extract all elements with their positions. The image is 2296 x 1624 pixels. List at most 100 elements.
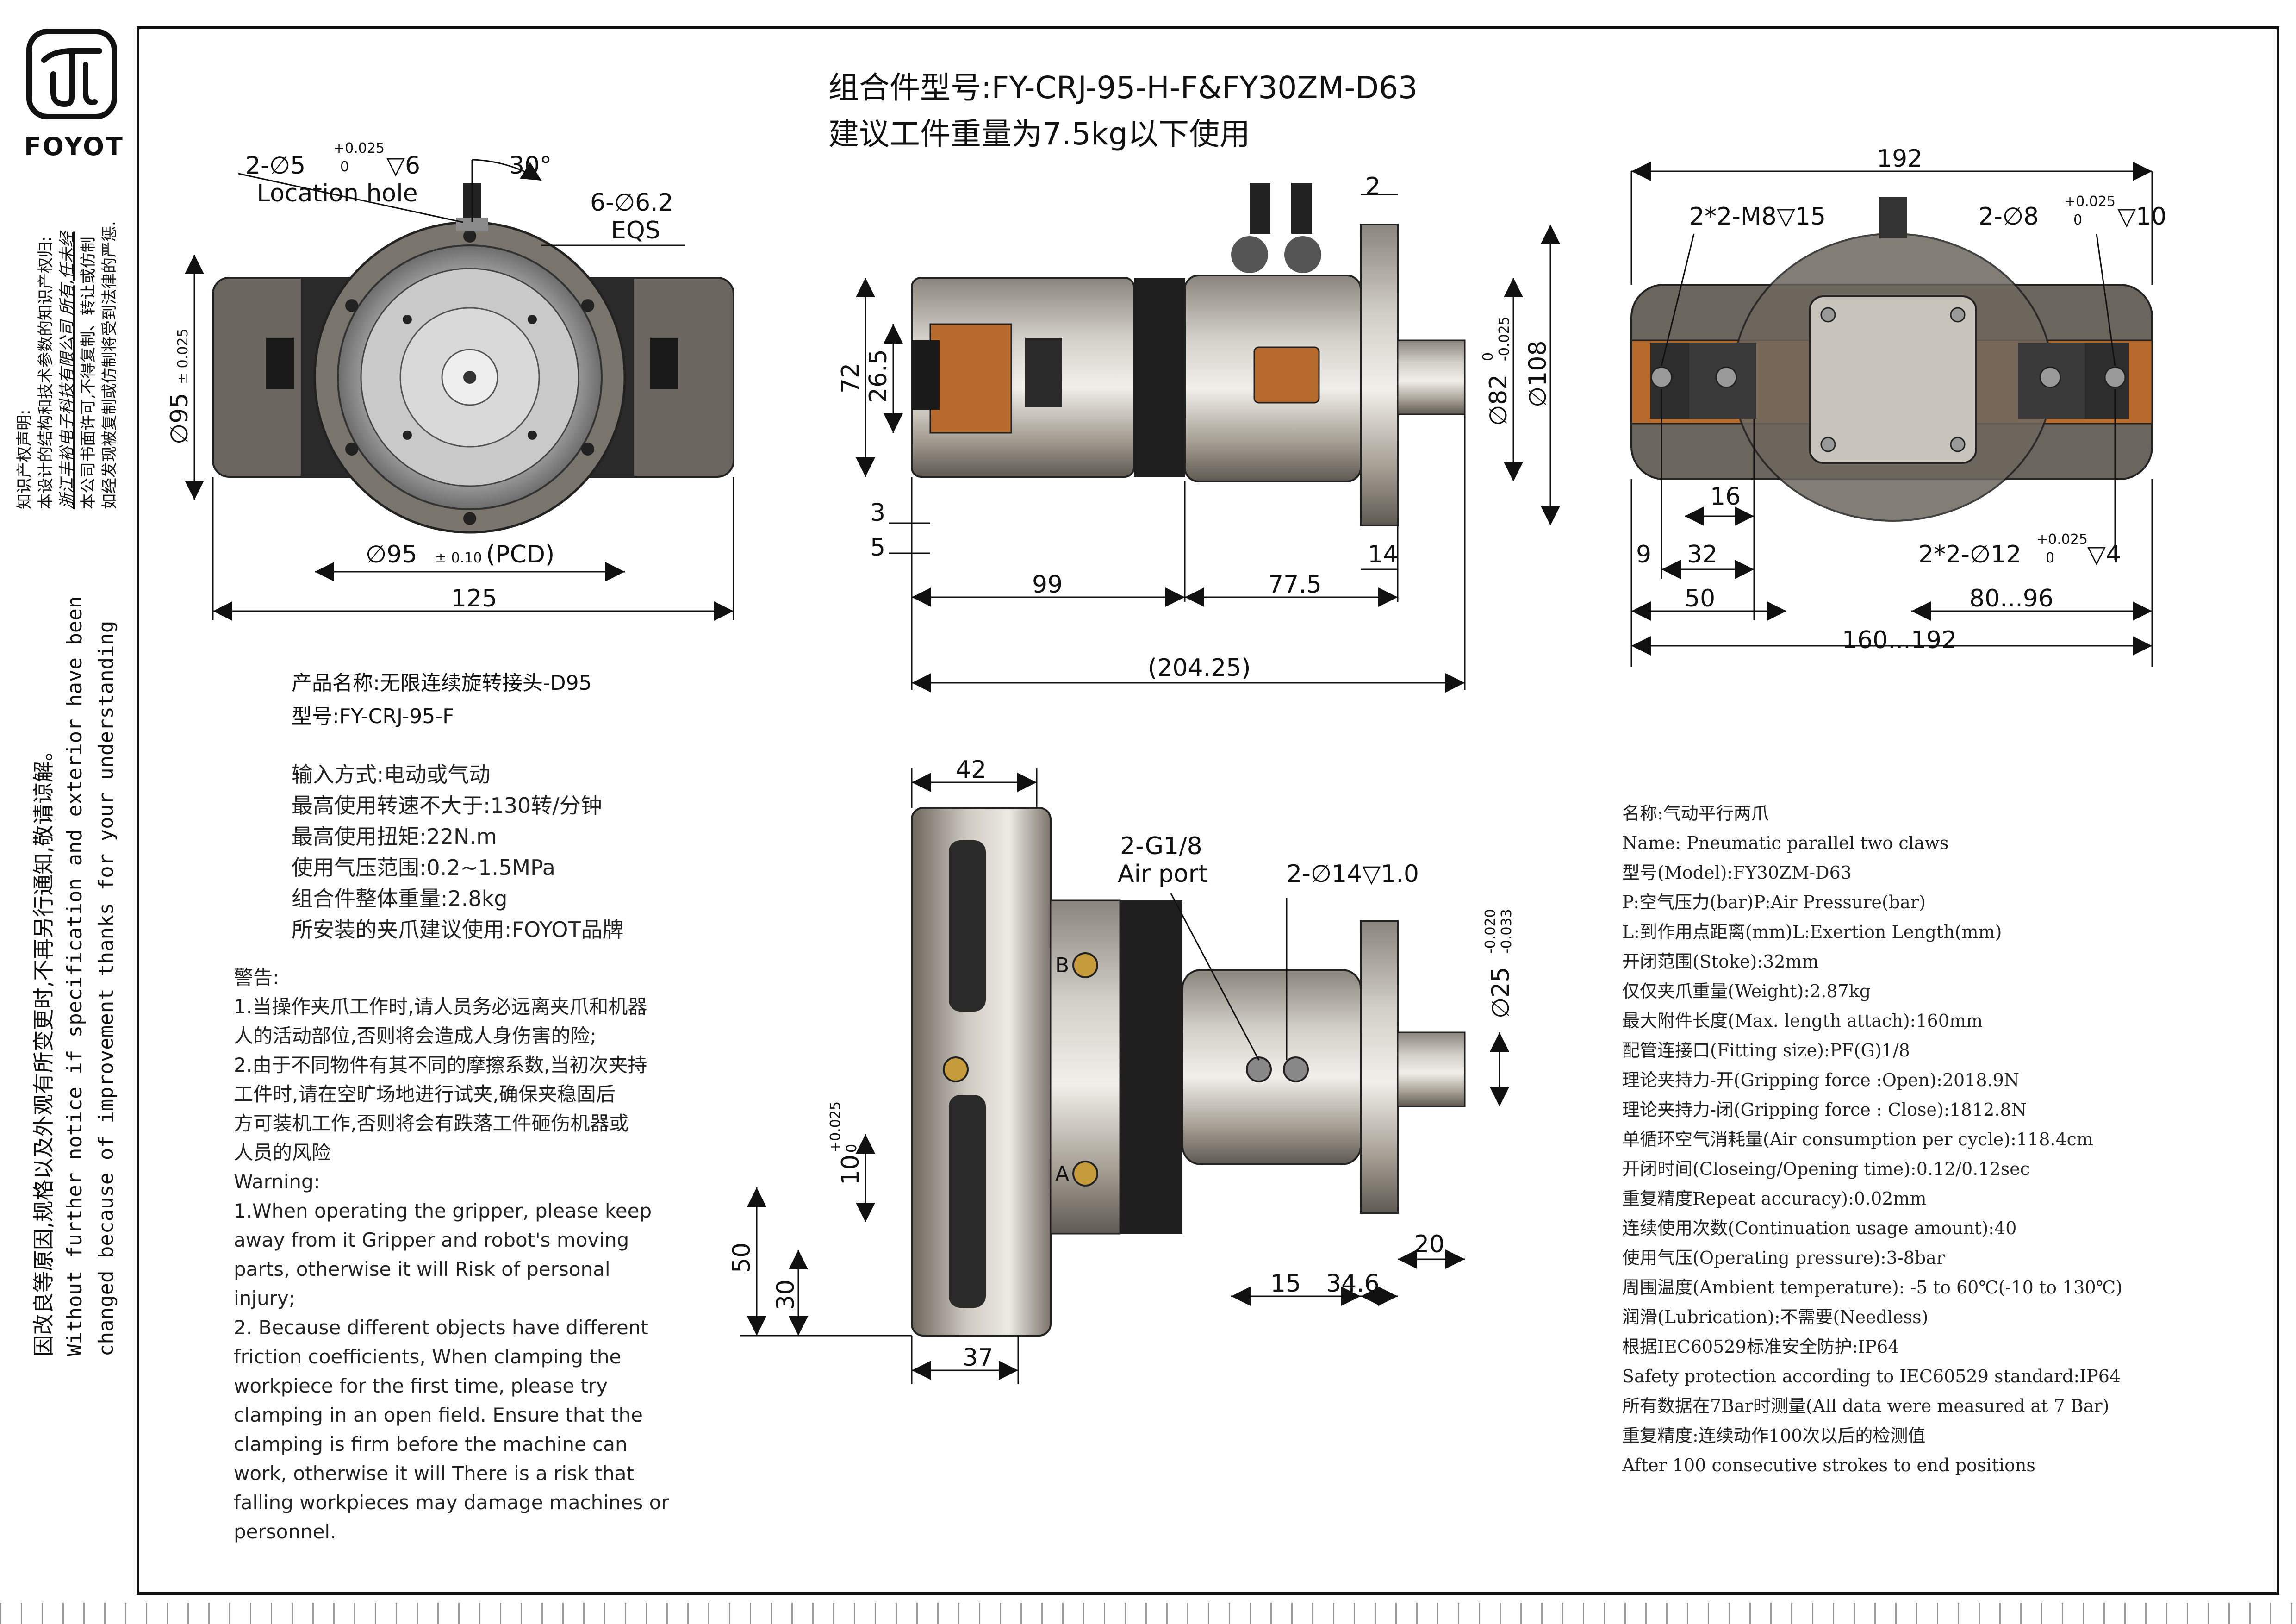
assembly-model: 组合件型号:FY-CRJ-95-H-F&FY30ZM-D63	[828, 70, 1418, 106]
dim-tol: +0.025	[828, 1101, 844, 1153]
dim-tol: 0	[2073, 212, 2082, 228]
product-name: 产品名称:无限连续旋转接头-D95	[292, 671, 592, 695]
spec-item: 最高使用转速不大于:130转/分钟	[292, 793, 602, 818]
gripper-view	[911, 807, 1466, 1337]
dim-range-80-96: 80...96	[1969, 585, 2053, 612]
gripper-spec-item: 单循环空气消耗量(Air consumption per cycle):118.…	[1622, 1129, 2093, 1149]
warning-line: 警告:	[234, 966, 280, 989]
gripper-spec-item: 开闭范围(Stoke):32mm	[1622, 951, 1819, 972]
gripper-spec-item: 使用气压(Operating pressure):3-8bar	[1622, 1248, 1945, 1268]
warning-line: 人员的风险	[234, 1141, 331, 1164]
gripper-spec-item: 最大附件长度(Max. length attach):160mm	[1622, 1011, 1983, 1031]
gripper-spec-item: 配管连接口(Fitting size):PF(G)1/8	[1622, 1040, 1910, 1061]
gripper-spec-item: 重复精度Repeat accuracy):0.02mm	[1622, 1188, 1927, 1209]
dim-range-160-192: 160...192	[1842, 626, 1957, 654]
gripper-spec-item: 型号(Model):FY30ZM-D63	[1622, 862, 1852, 883]
dim-30: 30	[772, 1280, 800, 1310]
front-dim-text: 2-∅5 +0.025 0 ▽6 Location hole 30° 6-∅6.…	[166, 140, 673, 612]
dim-5: 5	[870, 534, 885, 562]
dim-tol: +0.025	[2036, 531, 2088, 548]
warning-line: 2. Because different objects have differ…	[234, 1316, 648, 1339]
dim-hole8: 2-∅8	[1979, 203, 2039, 231]
warning-line: clamping in an open field. Ensure that t…	[234, 1404, 643, 1426]
gripper-spec-item: 开闭时间(Closeing/Opening time):0.12/0.12sec	[1622, 1159, 2030, 1179]
gripper-spec-item: Safety protection according to IEC60529 …	[1622, 1366, 2121, 1387]
spec-item: 组合件整体重量:2.8kg	[292, 886, 508, 911]
port-a-label: A	[1055, 1162, 1069, 1186]
warning-line: clamping is firm before the machine can	[234, 1433, 628, 1455]
end-dim-lines	[1630, 162, 2153, 667]
dim-tol: +0.025	[333, 140, 385, 156]
gripper-spec-item: P:空气压力(bar)P:Air Pressure(bar)	[1622, 892, 1926, 912]
dim-192: 192	[1877, 145, 1923, 173]
dim-tol: -0.020	[1482, 909, 1499, 954]
weight-recommendation: 建议工件重量为7.5kg以下使用	[828, 116, 1251, 152]
end-dim-text: 192 2*2-M8▽15 2-∅8 +0.025 0 ▽10 16 9 32 …	[1636, 145, 2166, 654]
product-info: 产品名称:无限连续旋转接头-D95 型号:FY-CRJ-95-F	[292, 667, 592, 733]
drawing-frame	[137, 26, 2279, 1595]
dim-dia25: ∅25	[1487, 967, 1515, 1018]
gripper-dim-lines	[740, 768, 1509, 1384]
dim-42: 42	[956, 756, 986, 784]
front-dim-lines	[185, 159, 734, 621]
dim-pcd-label: (PCD)	[486, 541, 554, 568]
gripper-spec-item: Name: Pneumatic parallel two claws	[1622, 833, 1949, 853]
dim-20: 20	[1414, 1230, 1444, 1258]
dim-tol: 0	[2046, 550, 2054, 566]
warning-line: workpiece for the first time, please try	[234, 1374, 608, 1397]
dim-m8: 2*2-M8▽15	[1689, 203, 1826, 231]
warning-line: injury;	[234, 1287, 295, 1310]
dim-eqs-holes: 6-∅6.2	[590, 189, 673, 217]
gripper-spec-item: 周围温度(Ambient temperature): -5 to 60℃(-10…	[1622, 1277, 2122, 1298]
spec-list: 输入方式:电动或气动 最高使用转速不大于:130转/分钟 最高使用扭矩:22N.…	[292, 759, 624, 945]
air-port-label: Air port	[1118, 860, 1208, 888]
bottom-ruler	[0, 1603, 2296, 1624]
dim-depth: ▽4	[2087, 541, 2121, 568]
warning-line: away from it Gripper and robot's moving	[234, 1229, 629, 1251]
warning-line: 1.When operating the gripper, please kee…	[234, 1199, 652, 1222]
dim-depth: ▽6	[386, 152, 420, 180]
dim-angle: 30°	[509, 152, 552, 180]
dim-tol: -0.025	[1496, 316, 1512, 361]
dim-tol: 0	[844, 1144, 860, 1153]
warning-line: Warning:	[234, 1170, 320, 1193]
gripper-dim-text: 42 2-G1/8 Air port 2-∅14▽1.0 ∅25 -0.020 …	[728, 756, 1515, 1372]
dim-3: 3	[870, 499, 885, 527]
dim-72: 72	[837, 363, 865, 394]
dim-tol: ± 0.025	[175, 328, 191, 384]
spec-item: 输入方式:电动或气动	[292, 762, 491, 787]
dim-hole14: 2-∅14▽1.0	[1287, 860, 1419, 888]
warning-line: parts, otherwise it will Risk of persona…	[234, 1258, 610, 1280]
dim-10: 10	[837, 1155, 865, 1185]
warning-line: work, otherwise it will There is a risk …	[234, 1462, 634, 1485]
product-model: 型号:FY-CRJ-95-F	[292, 705, 454, 728]
gripper-spec-item: After 100 consecutive strokes to end pos…	[1622, 1455, 2035, 1475]
warning-line: falling workpieces may damage machines o…	[234, 1491, 669, 1514]
gripper-spec-item: 理论夹持力-开(Gripping force :Open):2018.9N	[1622, 1070, 2020, 1090]
end-view	[1630, 197, 2153, 522]
dim-tol: 0	[340, 159, 349, 175]
gripper-spec-list: 名称:气动平行两爪 Name: Pneumatic parallel two c…	[1622, 799, 2122, 1480]
location-hole-label: Location hole	[257, 180, 418, 207]
dim-depth: ▽10	[2117, 203, 2166, 231]
gripper-spec-item: L:到作用点距离(mm)L:Exertion Length(mm)	[1622, 922, 2002, 942]
dim-37: 37	[963, 1344, 993, 1372]
dim-26-5: 26.5	[865, 349, 892, 403]
warning-line: 方可装机工作,否则将会有跌落工件砸伤机器或	[234, 1112, 629, 1135]
gripper-spec-item: 连续使用次数(Continuation usage amount):40	[1622, 1218, 2017, 1238]
spec-item: 所安装的夹爪建议使用:FOYOT品牌	[292, 917, 624, 942]
dim-34-6: 34.6	[1326, 1270, 1380, 1298]
gripper-spec-item: 润滑(Lubrication):不需要(Needless)	[1622, 1307, 1929, 1327]
dim-15: 15	[1270, 1270, 1301, 1298]
dim-tol: -0.033	[1499, 909, 1515, 954]
dim-14: 14	[1368, 541, 1398, 568]
dim-99: 99	[1032, 571, 1063, 599]
side-view	[911, 183, 1466, 526]
dim-dia82: ∅82	[1485, 375, 1512, 426]
warning-line: 人的活动部位,否则将会造成人身伤害的险;	[234, 1024, 597, 1047]
warning-line: friction coefficients, When clamping the	[234, 1345, 622, 1368]
dim-50: 50	[1685, 585, 1715, 612]
dim-16: 16	[1710, 483, 1741, 511]
dim-eqs: EQS	[611, 217, 660, 244]
dim-hole-a: 2-∅5	[245, 152, 305, 180]
